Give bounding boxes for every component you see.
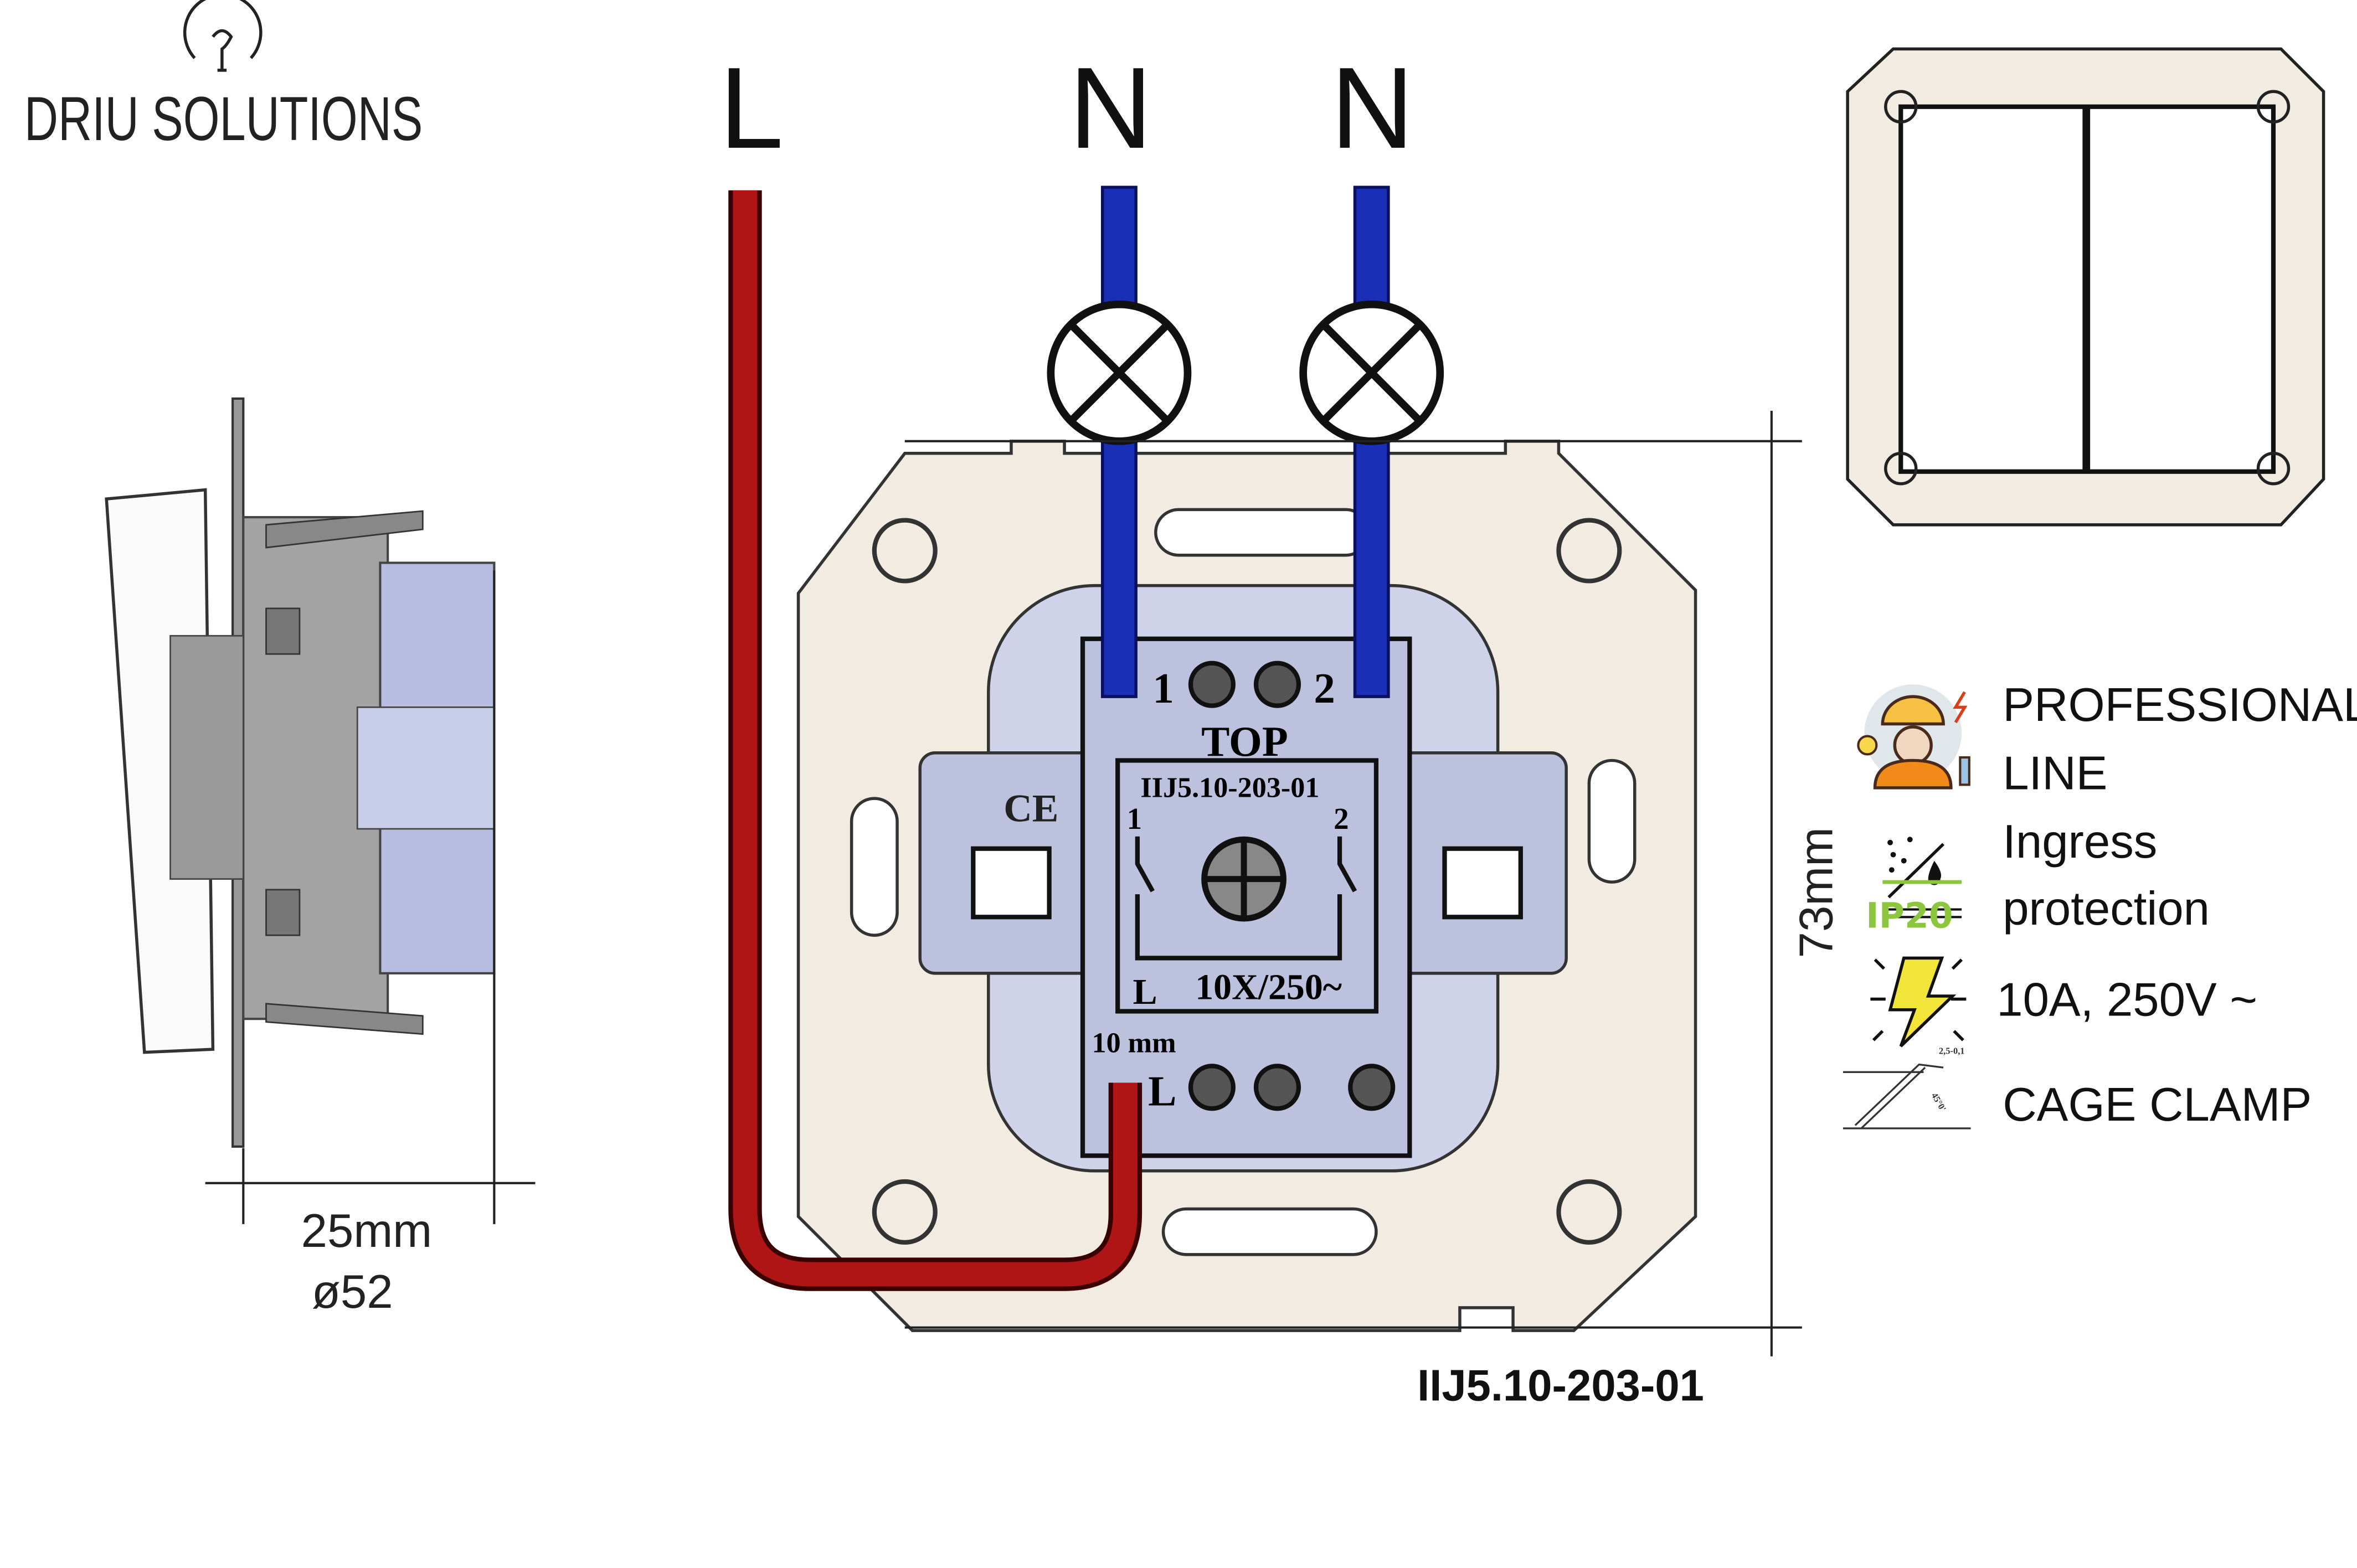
lightning-icon <box>1870 956 1967 1048</box>
terminal-1-label: 1 <box>1152 664 1174 712</box>
feature-label: Ingress <box>2003 816 2157 868</box>
cage-clamp-icon: 2,5-0,1 45°0' <box>1843 1045 1971 1129</box>
feature-cage-clamp: 2,5-0,1 45°0' CAGE CLAMP <box>1843 1045 2312 1131</box>
lamp-cross-icon <box>1299 300 1444 445</box>
contact-2-label: 2 <box>1334 802 1349 835</box>
front-view <box>1846 47 2325 527</box>
ip20-badge: IP20 <box>1866 895 1953 936</box>
neutral-label-1: N <box>1069 44 1152 173</box>
screw-holes <box>872 518 1622 1245</box>
side-view: 25mm ø52 <box>105 397 536 1318</box>
diameter-dimension: ø52 <box>312 1266 393 1318</box>
switch-symbol <box>1135 836 1357 961</box>
contact-l-label: L <box>1133 972 1157 1012</box>
brand-name: DRIU SOLUTIONS <box>24 84 423 153</box>
feature-label: LINE <box>2003 747 2107 800</box>
electrician-icon <box>1857 684 1970 790</box>
product-code: IIJ5.10-203-01 <box>1417 1360 1704 1410</box>
line-label: L <box>719 44 784 173</box>
terminal-l-label: L <box>1148 1067 1176 1115</box>
ce-mark: CE <box>1003 786 1058 830</box>
neutral-label-2: N <box>1331 44 1414 173</box>
terminal-2-label: 2 <box>1314 664 1335 712</box>
rating-label: 10X/250~ <box>1195 967 1342 1008</box>
clamp-dim-label: 2,5-0,1 <box>1939 1045 1965 1056</box>
module-code: IIJ5.10-203-01 <box>1140 772 1319 803</box>
depth-dimension: 25mm <box>301 1205 432 1257</box>
feature-label: CAGE CLAMP <box>2003 1079 2312 1131</box>
feature-label: PROFESSIONAL <box>2003 679 2357 731</box>
feature-label: protection <box>2003 883 2210 935</box>
height-dimension: 73mm <box>1790 827 1843 958</box>
line-wire <box>728 190 1143 1291</box>
feature-rating: 10A, 250V ~ <box>1870 956 2257 1048</box>
logo: DRIU SOLUTIONS <box>24 0 423 153</box>
feature-ingress: IP20 Ingress protection <box>1866 816 2210 936</box>
height-dimension-lines <box>904 410 1802 1356</box>
strip-length-label: 10 mm <box>1092 1028 1176 1059</box>
top-label: TOP <box>1201 718 1288 765</box>
clamp-angle-label: 45°0' <box>1929 1091 1948 1113</box>
lamp-cross-icon <box>1047 300 1192 445</box>
lightbulb-icon <box>183 0 263 72</box>
feature-professional: PROFESSIONAL LINE <box>1857 679 2357 800</box>
ingress-protection-icon <box>1882 837 1962 919</box>
switch-module: CE 1 2 L TOP IIJ5.10-203-01 1 2 L 10X/25… <box>918 584 1568 1173</box>
feature-label: 10A, 250V ~ <box>1996 974 2257 1027</box>
contact-1-label: 1 <box>1127 802 1142 835</box>
